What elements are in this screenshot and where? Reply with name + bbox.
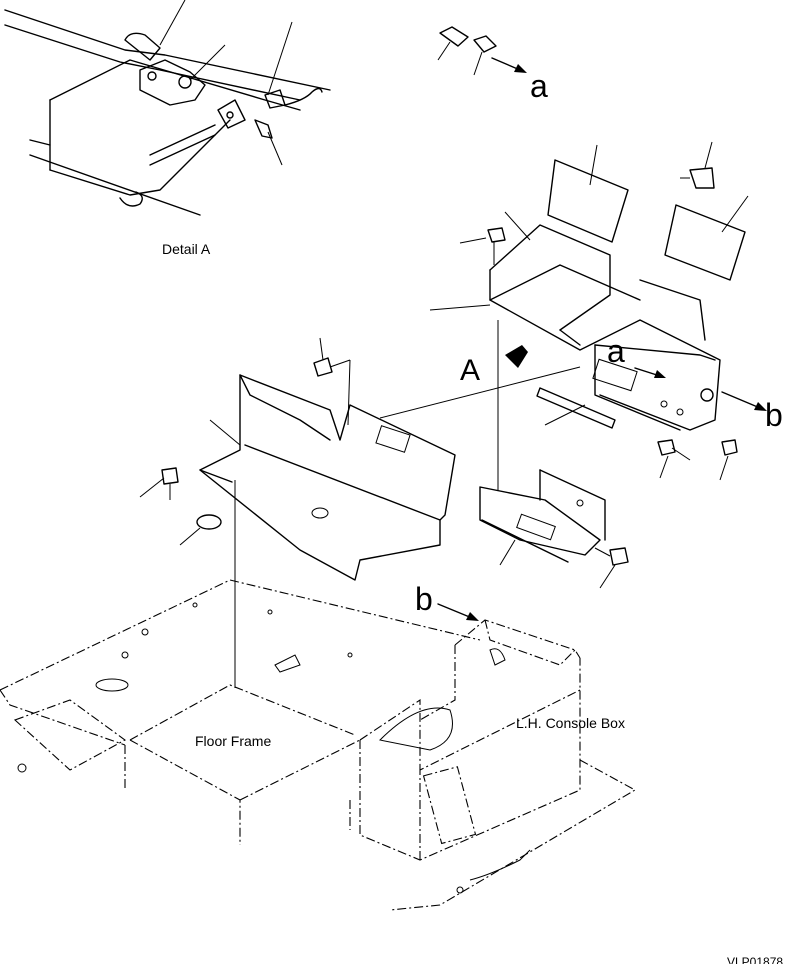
console-box-label: L.H. Console Box xyxy=(516,715,625,731)
floor-frame-label: Floor Frame xyxy=(195,733,271,749)
floor-frame-illustration xyxy=(0,480,481,845)
view-a-label: A xyxy=(460,354,480,387)
ref-b-right: b xyxy=(765,397,783,433)
lh-console-box-illustration xyxy=(349,603,637,911)
cover-assembly-upper-right xyxy=(429,141,767,481)
ref-a-top: a xyxy=(530,68,548,104)
detail-a-label: Detail A xyxy=(162,241,211,257)
detail-a-illustration xyxy=(4,0,331,216)
middle-cover-plate xyxy=(139,337,581,581)
ref-b-console: b xyxy=(415,581,433,617)
bolt-set-top xyxy=(437,26,527,76)
drawing-code: VLP01878 xyxy=(727,955,783,964)
lower-bracket xyxy=(479,320,629,589)
view-a-arrow xyxy=(505,345,528,368)
ref-a-box: a xyxy=(607,333,625,369)
